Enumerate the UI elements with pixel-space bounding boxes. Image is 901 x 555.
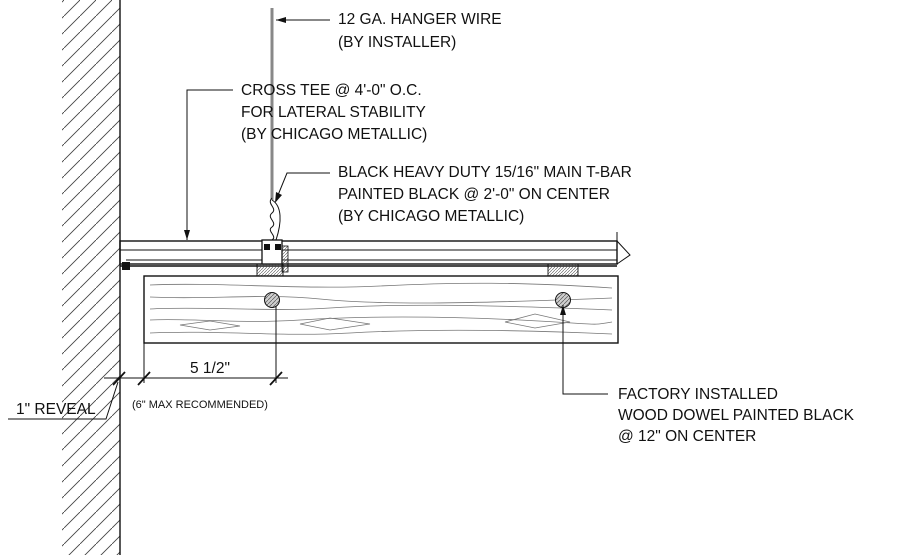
dim-tick-wall bbox=[112, 371, 126, 386]
main-tbar-label-3: (BY CHICAGO METALLIC) bbox=[338, 208, 524, 225]
dim-tick-plank bbox=[137, 371, 151, 386]
hanger-clip bbox=[261, 239, 283, 265]
overhang-dimension: 5 1/2" bbox=[190, 360, 230, 377]
hanger-wire-label-2: (BY INSTALLER) bbox=[338, 34, 456, 51]
tbar-assembly bbox=[119, 232, 631, 277]
main-tbar-leader bbox=[275, 172, 330, 201]
cross-tee-label-3: (BY CHICAGO METALLIC) bbox=[241, 126, 427, 143]
main-tbar-section-2 bbox=[547, 263, 579, 277]
callout-main-tbar: BLACK HEAVY DUTY 15/16" MAIN T-BAR PAINT… bbox=[338, 164, 632, 225]
cross-tee-leader bbox=[186, 89, 233, 240]
cross-tee-label-2: FOR LATERAL STABILITY bbox=[241, 104, 426, 121]
wood-dowel-1 bbox=[264, 292, 280, 308]
break-line bbox=[616, 232, 631, 265]
wood-grain-2 bbox=[149, 296, 613, 304]
callout-dowel: FACTORY INSTALLED WOOD DOWEL PAINTED BLA… bbox=[618, 386, 855, 445]
reveal-dimension: 1" REVEAL bbox=[16, 401, 96, 418]
cross-tee-body bbox=[119, 240, 618, 265]
hanger-wire bbox=[269, 8, 281, 241]
dowel-label-1: FACTORY INSTALLED bbox=[618, 386, 778, 403]
dowel-leader bbox=[562, 305, 608, 395]
wire-twist bbox=[269, 197, 275, 241]
hanger-wire-arrow bbox=[276, 17, 286, 23]
wood-knot-2 bbox=[504, 313, 571, 329]
clip-hole-right bbox=[275, 244, 281, 250]
clip-hole-left bbox=[264, 244, 270, 250]
wood-grain-5 bbox=[149, 329, 613, 335]
wood-grain-4 bbox=[149, 316, 613, 325]
cross-tee-arrow bbox=[184, 230, 190, 240]
callout-hanger-wire: 12 GA. HANGER WIRE (BY INSTALLER) bbox=[338, 11, 502, 51]
hanger-screw bbox=[281, 245, 289, 273]
dimension-lines bbox=[8, 306, 288, 420]
max-recommended-note: (6" MAX RECOMMENDED) bbox=[132, 399, 268, 411]
dowel-label-2: WOOD DOWEL PAINTED BLACK bbox=[618, 407, 855, 424]
cross-tee-label-1: CROSS TEE @ 4'-0" O.C. bbox=[241, 82, 422, 99]
main-tbar-section-1 bbox=[256, 263, 284, 277]
wood-grain-1 bbox=[149, 282, 613, 289]
wood-knot-1 bbox=[299, 317, 371, 331]
wood-knot-3 bbox=[179, 320, 241, 331]
wood-plank bbox=[143, 275, 619, 344]
wire-twist-tail bbox=[271, 199, 281, 241]
main-tbar-label-1: BLACK HEAVY DUTY 15/16" MAIN T-BAR bbox=[338, 164, 632, 181]
dowel-arrow bbox=[560, 305, 566, 315]
wall-hatch bbox=[62, 0, 120, 555]
main-tbar-arrow bbox=[275, 192, 282, 203]
dim-tick-dowel bbox=[269, 371, 283, 386]
hanger-wire-label-1: 12 GA. HANGER WIRE bbox=[338, 11, 502, 28]
dowel-label-3: @ 12" ON CENTER bbox=[618, 428, 756, 445]
reveal-leader bbox=[8, 381, 119, 420]
main-tbar-label-2: PAINTED BLACK @ 2'-0" ON CENTER bbox=[338, 186, 610, 203]
wood-grain-3 bbox=[149, 304, 613, 311]
wall bbox=[62, 0, 121, 555]
callout-cross-tee: CROSS TEE @ 4'-0" O.C. FOR LATERAL STABI… bbox=[241, 82, 427, 143]
leaders bbox=[184, 17, 608, 395]
